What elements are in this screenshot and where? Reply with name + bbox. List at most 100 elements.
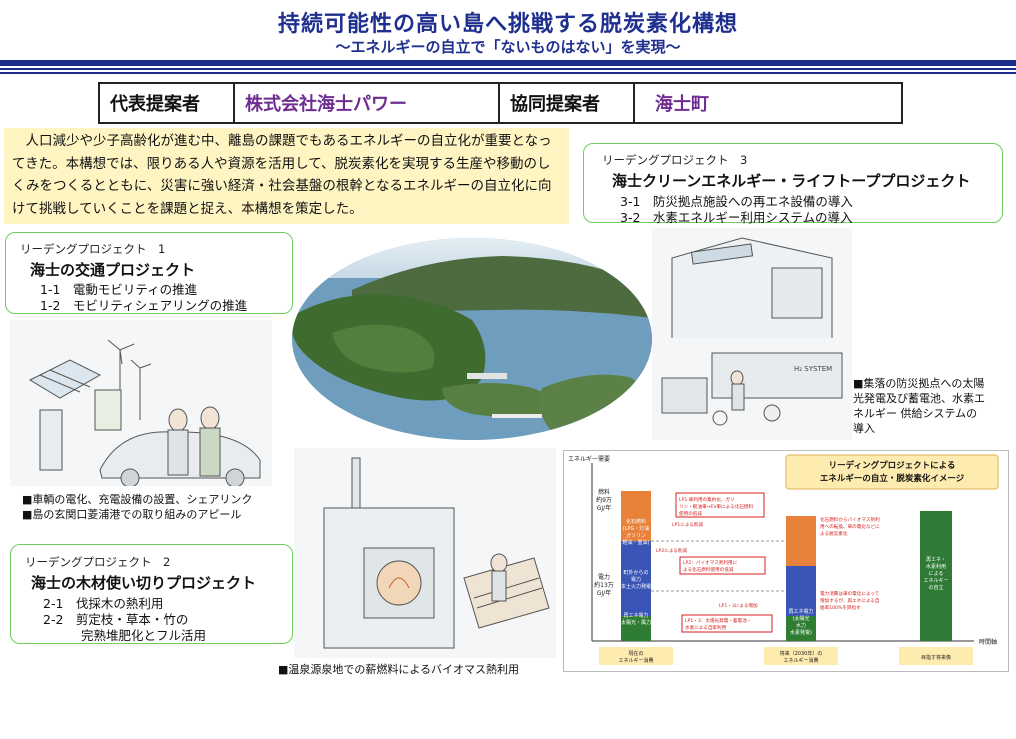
chart-bar-text-3-0: 再エネ電力 xyxy=(788,608,813,615)
chart-bar-1-0 xyxy=(786,616,816,641)
project-2-caption: ■温泉源泉地での薪燃料によるバイオマス熱利用 xyxy=(278,663,520,676)
chart-annot-8a: 電力消費は車の電化によって xyxy=(820,590,880,597)
project-1-item-1: 1-1 電動モビリティの推進 xyxy=(40,282,198,297)
ev-charging-sketch xyxy=(10,320,272,486)
chart-bar-text-4-4: の自立 xyxy=(928,584,943,591)
chart-cat-label-0-0: 現在の xyxy=(628,650,643,657)
project-3-caption-line-3: ネルギー 供給システムの xyxy=(853,407,978,420)
chart-y-annot-1-0: 電力 xyxy=(598,573,610,581)
project-2-label: リーデングプロジェクト 2 xyxy=(25,555,171,569)
chart-y-annot-0-1: 約9万 xyxy=(596,496,612,504)
chart-annot-1b: リン・軽油車⇒EV車による化石燃料 xyxy=(679,503,753,510)
h2-system-label: H₂ SYSTEM xyxy=(794,365,832,373)
chart-annot-7c: よる脱炭素化 xyxy=(820,530,848,537)
chart-bar-1-1 xyxy=(786,566,816,616)
chart-bar-text-4-2: による xyxy=(929,571,944,577)
chart-bar-0-0 xyxy=(621,616,651,641)
chart-y-annot-1-2: GJ/年 xyxy=(597,589,611,597)
chart-title-line-2: エネルギーの自立・脱炭素化イメージ xyxy=(820,473,965,484)
chart-x-label: 時間軸 xyxy=(979,638,997,646)
chart-annot-6a: LP1・3：太陽光発電・蓄電池・ xyxy=(685,617,751,624)
chart-annot-box-4 xyxy=(679,556,766,575)
chart-bar-text-2-0: 化石燃料 xyxy=(626,518,646,525)
project-3-label: リーデングプロジェクト 3 xyxy=(602,153,748,167)
decarbonization-chart: エネルギー需要時間軸 リーディングプロジェクトによるエネルギーの自立・脱炭素化イメ… xyxy=(563,450,1009,672)
chart-annot-3: LP2による削減 xyxy=(656,547,687,554)
chart-title-line-1: リーディングプロジェクトによる xyxy=(829,460,956,471)
page-subtitle: ～エネルギーの自立で「ないものはない」を実現～ xyxy=(335,38,681,56)
chart-cat-box-1 xyxy=(764,647,838,665)
chart-annot-4a: LP2：バイオマス熱利用に xyxy=(683,559,738,566)
project-3-caption-line-1: ■集落の防災拠点への太陽 xyxy=(853,377,985,390)
chart-annot-1c: 使用の低減 xyxy=(679,510,702,517)
chart-bar-1-2 xyxy=(786,516,816,566)
chart-bar-text-2-3: 軽油・重油) xyxy=(623,539,650,546)
intro-text: 人口減少や少子高齢化が進む中、離島の課題でもあるエネルギーの自立化が重要となって… xyxy=(12,133,552,217)
chart-annot-box-1 xyxy=(675,492,765,518)
chart-bar-text-3-3: 水素発電) xyxy=(790,629,812,636)
chart-annot-5: LP1・3による増加 xyxy=(719,602,758,609)
chart-bar-text-0-0: 再エネ電力 xyxy=(623,612,648,619)
header-divider-thin-2 xyxy=(0,72,1016,74)
intro-paragraph: 人口減少や少子高齢化が進む中、離島の課題でもあるエネルギーの自立化が重要となって… xyxy=(4,128,569,224)
chart-cat-label-1-1: エネルギー消費 xyxy=(783,657,818,664)
chart-annot-8b: 増加するが、再エネによる自 xyxy=(820,597,880,604)
h2-system-sketch: H₂ SYSTEM xyxy=(652,228,852,440)
header-divider xyxy=(0,60,1016,66)
chart-bar-text-1-0: 町外からの xyxy=(623,569,648,576)
project-3-caption-line-2: 光発電及び蓄電池、水素エ xyxy=(853,392,985,405)
project-3-title: 海士クリーンエネルギー・ライフトーププロジェクト xyxy=(612,172,971,190)
chart-cat-box-2 xyxy=(899,647,973,665)
chart-annot-7b: 用への転換、車の電化などに xyxy=(820,523,880,530)
chart-y-label: エネルギー需要 xyxy=(568,456,610,463)
chart-bar-2-3 xyxy=(920,511,952,641)
project-1-caption-2: ■島の玄関口菱浦港での取り組みのアピール xyxy=(22,508,242,521)
chart-bar-text-4-0: 再エネ・ xyxy=(926,557,946,563)
chart-bar-text-3-1: (太陽光 xyxy=(793,615,810,622)
chart-bar-0-2 xyxy=(621,491,651,541)
chart-bar-text-1-2: (本土火力発電) xyxy=(619,583,653,590)
chart-annot-7a: 化石燃料からバイオマス熱利 xyxy=(820,516,880,523)
chart-title-box xyxy=(785,454,999,490)
project-3-caption: ■集落の防災拠点への太陽 光発電及び蓄電池、水素エ ネルギー 供給システムの 導… xyxy=(853,376,1013,436)
project-3-item-1: 3-1 防災拠点施設への再エネ設備の導入 xyxy=(620,194,853,209)
chart-cat-label-1-0: 将来（2030年）の xyxy=(780,650,823,657)
chart-annot-4b: よる化石燃料使用の低減 xyxy=(683,566,734,573)
project-1-item-2: 1-2 モビリティシェアリングの推進 xyxy=(40,298,248,313)
chart-bar-0-1 xyxy=(621,541,651,616)
header-divider-thin xyxy=(0,68,1016,70)
chart-cat-box-0 xyxy=(599,647,673,665)
co-proposer-name: 海士町 xyxy=(655,94,709,115)
project-2-box: リーデングプロジェクト 2 海士の木材使い切りプロジェクト 2-1 伐採木の熱利… xyxy=(10,544,293,644)
project-3-box: リーデングプロジェクト 3 海士クリーンエネルギー・ライフトーププロジェクト 3… xyxy=(583,143,1003,225)
chart-cat-label-0-1: エネルギー消費 xyxy=(618,657,653,664)
project-2-item-2-cont: 完熟堆肥化とフル活用 xyxy=(81,628,207,643)
chart-bar-text-4-3: エネルギー xyxy=(923,578,948,584)
chart-annot-8c: 給率100%を目指す xyxy=(820,604,861,611)
island-aerial-photo xyxy=(292,238,652,440)
chart-y-annot-0-2: GJ/年 xyxy=(597,504,611,512)
proposer-table: 代表提案者 株式会社海士パワー 協同提案者 海士町 xyxy=(98,82,903,124)
chart-annot-box-6 xyxy=(681,614,773,633)
page-title: 持続可能性の高い島へ挑戦する脱炭素化構想 xyxy=(277,12,738,37)
chart-y-annot-1-1: 約13万 xyxy=(594,581,614,589)
project-1-caption-1: ■車輌の電化、充電設備の設置、シェアリンク xyxy=(22,493,253,506)
chart-bar-text-0-1: (太陽光・風力) xyxy=(619,619,653,626)
project-1-title: 海士の交通プロジェクト xyxy=(30,261,196,279)
chart-annot-2: LP1による削減 xyxy=(672,521,703,528)
project-2-title: 海士の木材使い切りプロジェクト xyxy=(31,574,257,592)
chart-bar-text-2-1: (LPG・灯油 xyxy=(623,525,650,532)
chart-cat-label-2-0: 目指す将来像 xyxy=(921,654,951,661)
chart-annot-1a: LP1:車利用の集約化、ガソ xyxy=(679,496,735,503)
chart-bar-text-1-1: 電力 xyxy=(631,576,641,583)
project-1-label: リーデングプロジェクト 1 xyxy=(20,242,166,256)
chart-bar-text-2-2: ガソリン xyxy=(626,532,646,539)
chart-annot-6b: 水素による自家利用 xyxy=(685,624,727,631)
lead-proposer-label: 代表提案者 xyxy=(100,84,235,122)
co-proposer-label: 協同提案者 xyxy=(500,84,635,122)
project-1-box: リーデングプロジェクト 1 海士の交通プロジェクト 1-1 電動モビリティの推進… xyxy=(5,232,293,314)
chart-bar-text-3-2: 水力 xyxy=(796,622,806,629)
project-2-item-1: 2-1 伐採木の熱利用 xyxy=(43,596,164,611)
project-3-caption-line-4: 導入 xyxy=(853,422,875,435)
